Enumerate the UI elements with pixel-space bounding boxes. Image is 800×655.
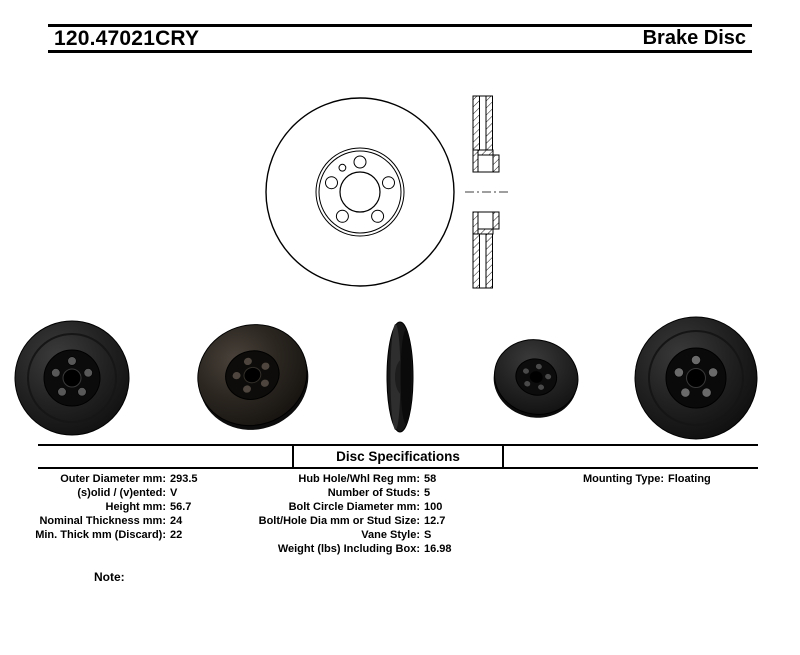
spec-row: (s)olid / (v)ented: V (28, 486, 258, 500)
product-photo-edge-view (386, 321, 414, 433)
spec-row: Hub Hole/Whl Reg mm: 58 (240, 472, 490, 486)
spec-column-middle: Hub Hole/Whl Reg mm: 58 Number of Studs: 5… (240, 472, 490, 556)
spec-label: Outer Diameter mm: (60, 473, 166, 485)
rotor-bolt-holes (232, 357, 270, 393)
rotor-center-bore (243, 366, 262, 384)
rotor-center-bore (62, 368, 82, 388)
spec-label: Min. Thick mm (Discard): (35, 529, 166, 541)
spec-label: Vane Style: (361, 529, 420, 541)
product-photo-front-view-large (634, 316, 758, 440)
spec-value: 58 (424, 473, 437, 485)
spec-value: 5 (424, 487, 431, 499)
rotor-center-bore (686, 368, 706, 388)
header: 120.47021CRY Brake Disc (48, 24, 752, 53)
disc-cross-section-drawing (465, 95, 509, 289)
spec-value: 24 (170, 515, 183, 527)
spec-row: Weight (lbs) Including Box: 16.98 (240, 542, 490, 556)
spec-value: V (170, 487, 178, 499)
spec-section-band: Disc Specifications (38, 444, 758, 469)
set-screw-hole-drawing (338, 163, 347, 172)
spec-label: Weight (lbs) Including Box: (277, 543, 420, 555)
spec-row: Mounting Type: Floating (558, 472, 768, 486)
spec-row: Bolt Circle Diameter mm: 100 (240, 500, 490, 514)
spec-label: Nominal Thickness mm: (39, 515, 166, 527)
spec-label: Height mm: (105, 501, 167, 513)
spec-row: Nominal Thickness mm: 24 (28, 514, 258, 528)
note-label: Note: (94, 570, 125, 584)
spec-row: Number of Studs: 5 (240, 486, 490, 500)
spec-value: 16.98 (424, 543, 452, 555)
spec-label: Number of Studs: (327, 487, 420, 499)
center-bore-drawing (339, 171, 381, 213)
page-title: Brake Disc (642, 27, 746, 49)
spec-value: 22 (170, 529, 183, 541)
spec-value: S (424, 529, 432, 541)
spec-label: (s)olid / (v)ented: (77, 487, 166, 499)
spec-row: Outer Diameter mm: 293.5 (28, 472, 258, 486)
spec-section-title-box: Disc Specifications (292, 446, 504, 467)
rotor-bolt-holes (51, 356, 93, 397)
disc-front-view-drawing (265, 97, 455, 287)
spec-row: Height mm:56.7 (28, 500, 258, 514)
spec-row: Min. Thick mm (Discard): 22 (28, 528, 258, 542)
product-photo-angled-view (197, 324, 309, 430)
part-number: 120.47021CRY (54, 26, 200, 50)
bolt-holes-drawing (325, 155, 395, 223)
spec-section-title: Disc Specifications (336, 449, 460, 464)
rotor-center-bore (529, 371, 543, 383)
spec-value: 293.5 (170, 473, 198, 485)
rotor-bolt-holes (522, 363, 552, 390)
spec-label: Mounting Type: (582, 473, 664, 485)
rotor-bolt-holes (674, 355, 718, 398)
spec-column-left: Outer Diameter mm: 293.5 (s)olid / (v)ent… (28, 472, 258, 542)
product-photo-front-view (14, 320, 130, 436)
spec-label: Bolt Circle Diameter mm: (288, 501, 420, 513)
spec-value: 56.7 (170, 501, 192, 513)
spec-value: Floating (668, 473, 711, 485)
product-photo-angled-small-view (493, 339, 579, 418)
spec-label: Hub Hole/Whl Reg mm: (298, 473, 420, 485)
spec-row: Vane Style: S (240, 528, 490, 542)
spec-value: 12.7 (424, 515, 446, 527)
spec-value: 100 (424, 501, 443, 513)
technical-drawing (265, 95, 509, 289)
spec-column-right: Mounting Type: Floating (558, 472, 768, 486)
spec-row: Bolt/Hole Dia mm or Stud Size: 12.7 (240, 514, 490, 528)
spec-label: Bolt/Hole Dia mm or Stud Size: (258, 515, 420, 527)
